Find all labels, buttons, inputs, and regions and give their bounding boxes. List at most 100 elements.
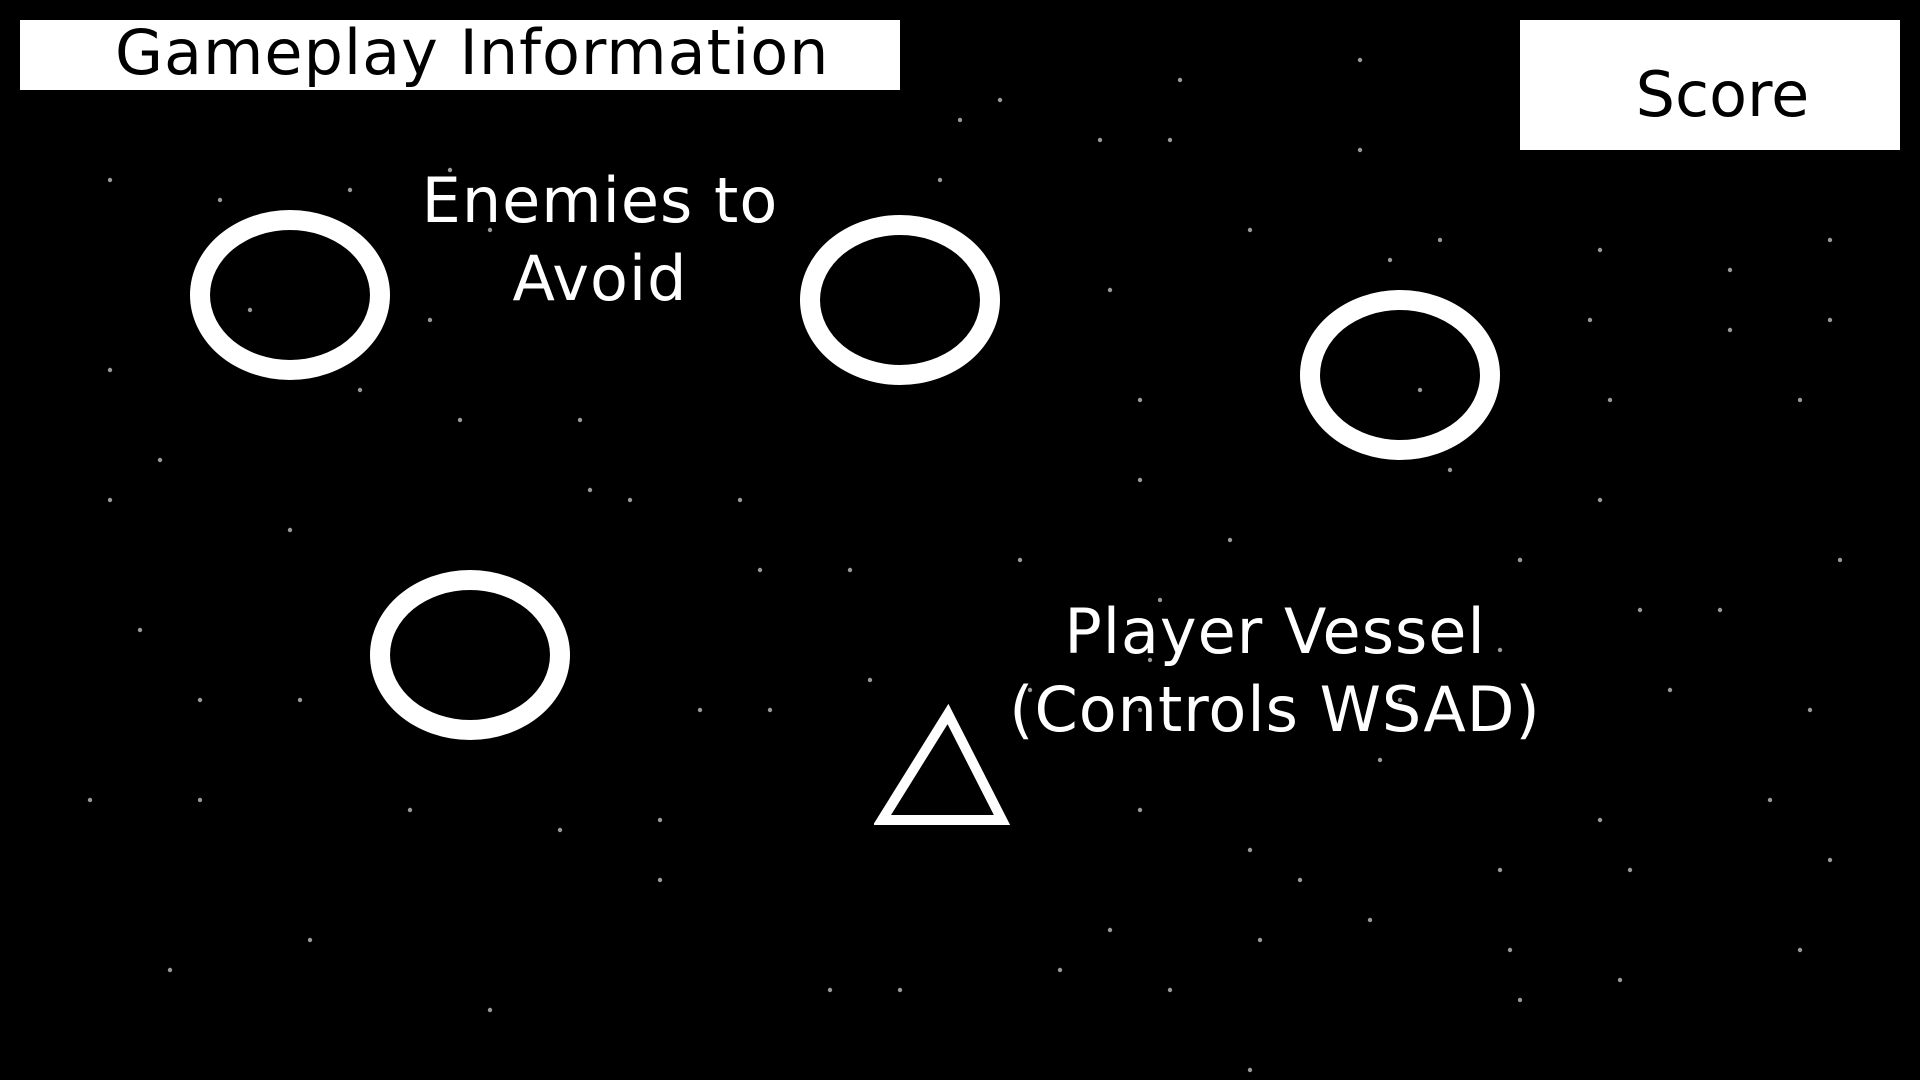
star-dot [428,318,432,322]
star-dot [1248,228,1252,232]
star-dot [1508,948,1512,952]
star-dot [1598,248,1602,252]
player-vessel-triangle [874,704,1010,828]
star-dot [1828,318,1832,322]
star-dot [138,628,142,632]
star-dot [938,178,942,182]
star-dot [1808,708,1812,712]
star-dot [1378,758,1382,762]
star-dot [1798,398,1802,402]
star-dot [1798,948,1802,952]
star-dot [558,828,562,832]
star-dot [1728,268,1732,272]
enemy-circle [1300,290,1500,460]
star-dot [408,808,412,812]
enemy-circle [190,210,390,380]
star-dot [1728,328,1732,332]
star-dot [1518,558,1522,562]
star-dot [1618,978,1622,982]
score-box: Score [1520,20,1900,150]
star-dot [108,498,112,502]
star-dot [1718,608,1722,612]
star-dot [198,698,202,702]
enemies-label-line-2: Avoid [400,240,800,318]
star-dot [1138,808,1142,812]
star-dot [1598,498,1602,502]
star-dot [168,968,172,972]
star-dot [1628,868,1632,872]
enemies-label: Enemies to Avoid [400,162,800,318]
star-dot [628,498,632,502]
star-dot [1358,148,1362,152]
star-dot [1228,538,1232,542]
star-dot [958,118,962,122]
star-dot [588,488,592,492]
star-dot [848,568,852,572]
star-dot [768,708,772,712]
star-dot [1768,798,1772,802]
star-dot [1108,928,1112,932]
star-dot [288,528,292,532]
star-dot [1388,258,1392,262]
enemies-label-line-1: Enemies to [400,162,800,240]
star-dot [1168,988,1172,992]
star-dot [458,418,462,422]
star-dot [1058,968,1062,972]
star-dot [1838,558,1842,562]
star-dot [698,708,702,712]
star-dot [1638,608,1642,612]
star-dot [88,798,92,802]
star-dot [998,98,1002,102]
star-dot [1098,138,1102,142]
star-dot [1438,238,1442,242]
score-label: Score [1520,64,1900,126]
star-dot [1248,1068,1252,1072]
star-dot [1518,998,1522,1002]
star-dot [1588,318,1592,322]
star-dot [1178,78,1182,82]
star-dot [658,878,662,882]
star-dot [758,568,762,572]
star-dot [1138,478,1142,482]
gameplay-information-text: Gameplay Information [115,22,829,84]
star-dot [158,458,162,462]
star-dot [658,818,662,822]
star-dot [1298,878,1302,882]
star-dot [738,498,742,502]
star-dot [1108,288,1112,292]
star-dot [358,388,362,392]
star-dot [1608,398,1612,402]
star-dot [828,988,832,992]
star-dot [1248,848,1252,852]
star-dot [1598,818,1602,822]
star-dot [218,198,222,202]
player-vessel-label-line-1: Player Vessel [1000,593,1550,671]
star-dot [868,678,872,682]
star-dot [1668,688,1672,692]
enemy-circle [370,570,570,740]
star-dot [198,798,202,802]
star-dot [898,988,902,992]
star-dot [1168,138,1172,142]
star-dot [1498,868,1502,872]
star-dot [298,698,302,702]
star-dot [1448,468,1452,472]
star-dot [108,178,112,182]
star-dot [1258,938,1262,942]
player-vessel-label-line-2: (Controls WSAD) [1000,671,1550,749]
star-dot [1828,858,1832,862]
gameplay-information-banner: Gameplay Information [20,20,900,90]
enemy-circle [800,215,1000,385]
star-dot [1018,558,1022,562]
star-dot [488,1008,492,1012]
star-dot [308,938,312,942]
star-dot [1828,238,1832,242]
star-dot [578,418,582,422]
star-dot [1138,398,1142,402]
player-vessel-label: Player Vessel (Controls WSAD) [1000,593,1550,749]
star-dot [348,188,352,192]
star-dot [108,368,112,372]
star-dot [1368,918,1372,922]
